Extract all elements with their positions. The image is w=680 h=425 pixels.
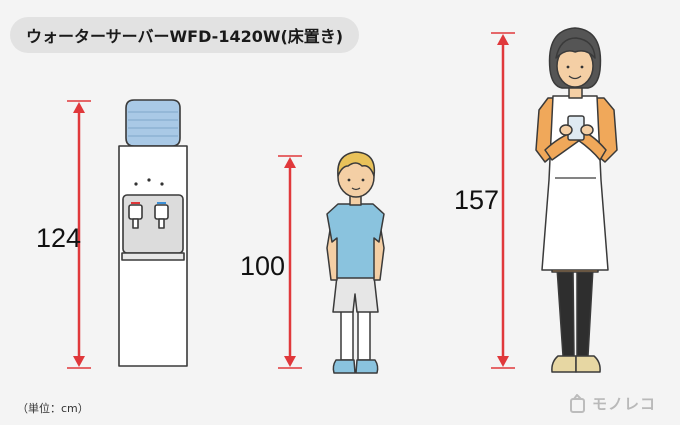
arrow-adult xyxy=(491,32,515,369)
child-height-label: 100 xyxy=(240,251,286,281)
brand-logo-icon xyxy=(570,393,585,413)
brand-logo: モノレコ xyxy=(568,393,656,414)
title-badge: ウォーターサーバーWFD-1420W(床置き) xyxy=(10,17,360,53)
adult-height-label: 157 xyxy=(454,185,500,215)
server-height-label: 124 xyxy=(36,223,82,253)
brand-logo-text: モノレコ xyxy=(592,395,657,413)
arrow-child xyxy=(278,155,302,369)
water-server xyxy=(118,99,188,367)
unit-note: （単位：cm） xyxy=(17,402,89,415)
arrow-server xyxy=(67,100,91,369)
adult-figure xyxy=(535,27,618,373)
page-title: ウォーターサーバーWFD-1420W(床置き) xyxy=(26,27,344,46)
child-figure xyxy=(326,151,385,374)
